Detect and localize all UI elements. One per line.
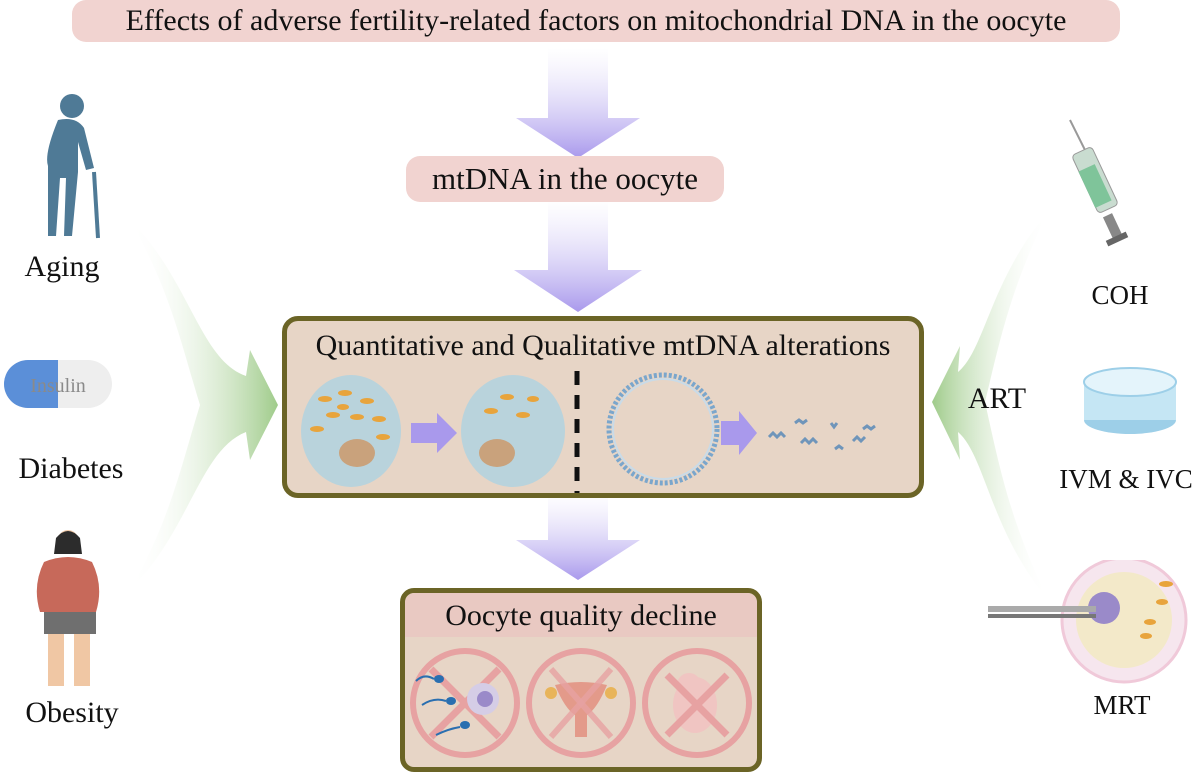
insulin-pill-icon: Insulin [4,360,112,408]
coh-label: COH [1091,280,1149,310]
art-label: ART [967,382,1027,415]
uterus-icon [526,648,636,758]
ivm-ivc-label: IVM & IVC [1059,464,1193,494]
diabetes-label: Diabetes [18,452,124,485]
outcome-icons [410,648,752,758]
alterations-illustration [301,371,876,493]
alterations-title: Quantitative and Qualitative mtDNA alter… [315,329,891,362]
mtdna-pill: mtDNA in the oocyte [406,156,724,202]
arrow-cell [411,413,457,453]
green-arrow-right [932,212,1048,600]
arrow-down-1 [516,48,640,158]
obesity-label: Obesity [25,696,119,729]
petri-dish-icon [1083,367,1177,434]
diagram-title: Effects of adverse fertility-related fac… [125,4,1067,37]
quality-decline-title: Oocyte quality decline [445,599,717,632]
arrow-down-3 [516,492,640,580]
arrow-down-2 [514,200,642,312]
embryo-failure-icon [642,648,752,758]
fragmented-mtdna [767,418,876,451]
oocyte-injection-icon [988,560,1188,684]
aging-label: Aging [24,250,100,283]
insulin-text: Insulin [30,375,86,397]
circular-mtdna [606,372,720,486]
obese-person-icon [36,530,100,686]
quality-decline-header [405,593,757,637]
mtdna-label: mtDNA in the oocyte [431,161,699,196]
green-arrow-left [130,220,278,590]
arrow-dna [721,411,757,455]
elderly-person-icon [47,94,100,239]
title-banner: Effects of adverse fertility-related fac… [72,0,1120,42]
mrt-label: MRT [1093,690,1151,720]
alterations-box: Quantitative and Qualitative mtDNA alter… [282,316,924,498]
syringe-icon [1069,119,1129,247]
quality-decline-box: Oocyte quality decline [400,588,762,772]
fertilization-failure-icon [410,648,520,758]
oocyte-cell-few-mito [461,375,565,487]
oocyte-cell-many-mito [301,375,401,487]
